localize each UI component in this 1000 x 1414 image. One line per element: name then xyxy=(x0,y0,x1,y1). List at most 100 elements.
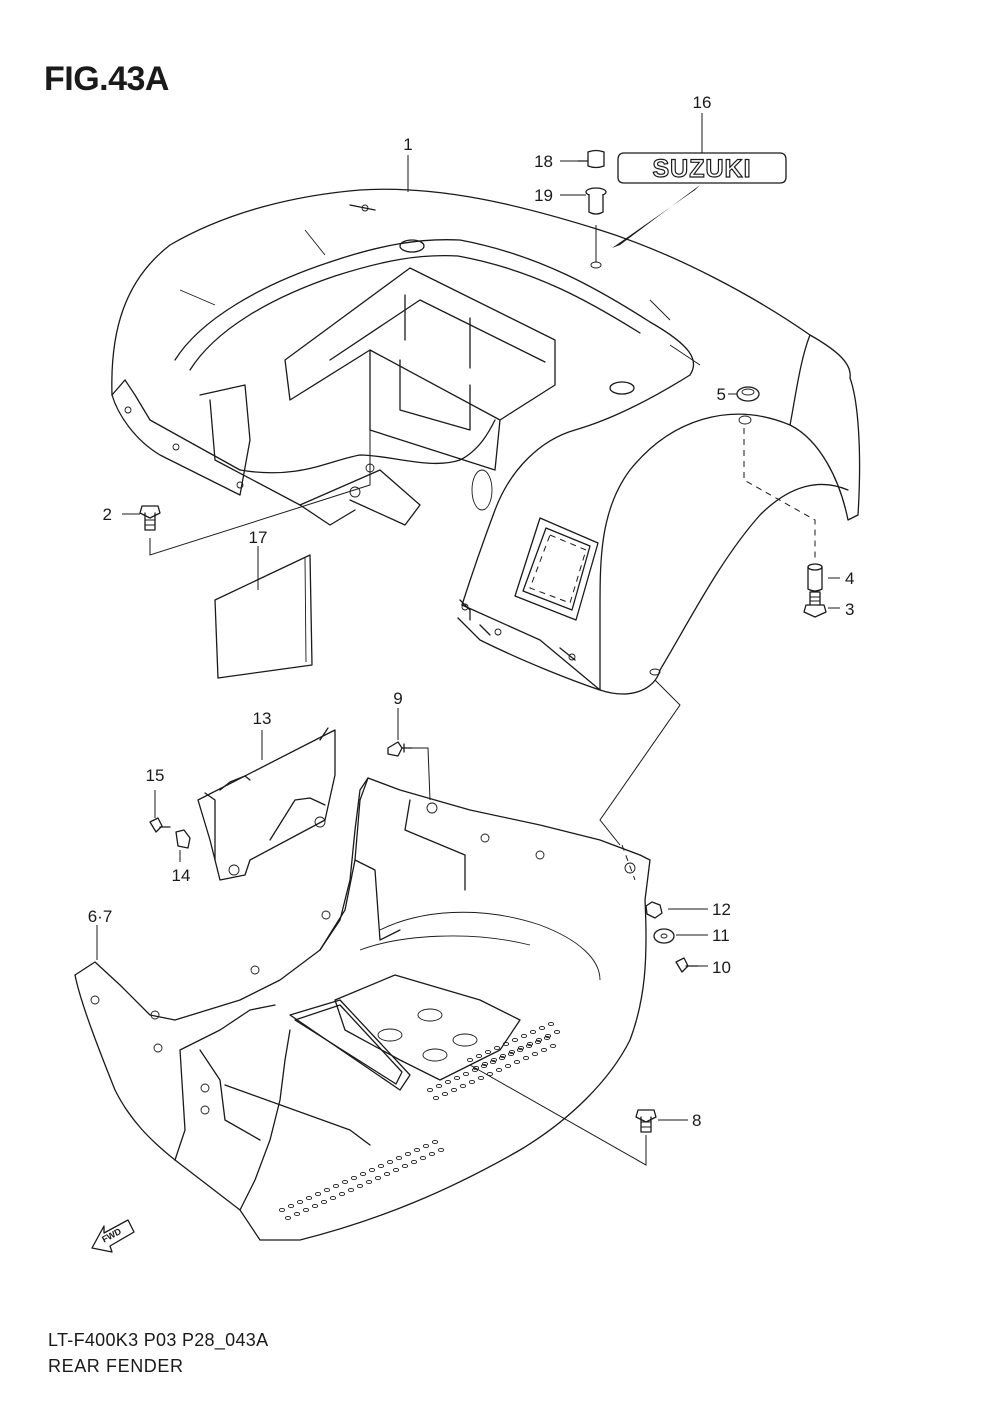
label-sheet-drawing xyxy=(214,554,313,679)
grip-dot xyxy=(547,1021,555,1027)
grip-dot xyxy=(323,1187,331,1193)
grip-dot xyxy=(437,1147,445,1153)
callout-3: 3 xyxy=(845,600,854,619)
grip-dot xyxy=(311,1203,319,1209)
callout-15: 15 xyxy=(146,766,165,785)
callout-5: 5 xyxy=(717,385,726,404)
grip-dot xyxy=(520,1033,528,1039)
grip-dot xyxy=(525,1043,533,1049)
grip-dot xyxy=(486,1071,494,1077)
grip-dot xyxy=(508,1049,516,1055)
grip-dot xyxy=(459,1083,467,1089)
grip-dot xyxy=(526,1041,534,1047)
callout-19: 19 xyxy=(534,186,553,205)
bolt-icon xyxy=(139,505,161,531)
grip-dot xyxy=(320,1199,328,1205)
grip-dot xyxy=(450,1087,458,1093)
figure-title: FIG.43A xyxy=(44,60,169,98)
grip-dot xyxy=(347,1187,355,1193)
collar-icon xyxy=(585,187,607,215)
figure-name: REAR FENDER xyxy=(48,1356,184,1376)
grip-dot xyxy=(441,1091,449,1097)
grip-dot xyxy=(296,1199,304,1205)
grip-dot xyxy=(435,1083,443,1089)
grip-dot xyxy=(404,1151,412,1157)
washer-icon xyxy=(653,928,675,944)
callout-9: 9 xyxy=(393,689,402,708)
grip-dot xyxy=(516,1047,524,1053)
grip-dot xyxy=(484,1049,492,1055)
grip-dot xyxy=(432,1095,440,1101)
grip-dot xyxy=(507,1051,515,1057)
grip-dot xyxy=(493,1045,501,1051)
grip-dot xyxy=(332,1183,340,1189)
bolt-icon xyxy=(803,591,827,618)
grip-dot xyxy=(302,1207,310,1213)
callout-12: 12 xyxy=(712,900,731,919)
footrest-drawing xyxy=(74,777,651,1241)
grip-dot xyxy=(502,1041,510,1047)
grip-dot xyxy=(278,1207,286,1213)
grip-dot xyxy=(359,1171,367,1177)
grip-dot xyxy=(522,1055,530,1061)
grip-dot xyxy=(383,1171,391,1177)
grip-dot xyxy=(468,1079,476,1085)
nut-icon xyxy=(645,901,663,919)
bolt-icon xyxy=(577,149,605,169)
grip-dot xyxy=(489,1059,497,1065)
grip-dot xyxy=(338,1191,346,1197)
grip-dot xyxy=(350,1175,358,1181)
nut-icon xyxy=(175,829,191,849)
grip-dot xyxy=(477,1075,485,1081)
grip-dot xyxy=(453,1075,461,1081)
grip-dot xyxy=(535,1037,543,1043)
grip-dot xyxy=(368,1167,376,1173)
callout-11: 11 xyxy=(712,926,730,945)
bracket-drawing xyxy=(197,727,336,881)
grip-dot xyxy=(466,1057,474,1063)
grip-dot xyxy=(462,1071,470,1077)
clip-icon xyxy=(387,741,413,757)
grip-dot xyxy=(386,1159,394,1165)
callouts: 1 2 3 4 5 6·7 8 9 10 11 12 13 14 15 16 1… xyxy=(88,93,855,1130)
grip-dot xyxy=(426,1087,434,1093)
grip-dot xyxy=(314,1191,322,1197)
grip-dot xyxy=(419,1155,427,1161)
callout-14: 14 xyxy=(172,866,191,885)
fwd-arrow-icon: FWD xyxy=(91,1219,135,1253)
grip-dot xyxy=(549,1043,557,1049)
callout-1: 1 xyxy=(403,135,412,154)
grip-dot xyxy=(504,1063,512,1069)
callout-18: 18 xyxy=(534,152,553,171)
grip-dot xyxy=(544,1033,552,1039)
callout-4: 4 xyxy=(845,569,854,588)
grip-dot xyxy=(499,1053,507,1059)
grip-dot xyxy=(422,1143,430,1149)
callout-16: 16 xyxy=(693,93,712,112)
grip-dot xyxy=(538,1025,546,1031)
grip-dot xyxy=(472,1065,480,1071)
callout-8: 8 xyxy=(692,1111,701,1130)
grip-dot xyxy=(513,1059,521,1065)
grip-dot xyxy=(377,1163,385,1169)
grip-dot xyxy=(287,1203,295,1209)
grip-dot xyxy=(540,1047,548,1053)
grip-dot xyxy=(341,1179,349,1185)
grip-dots xyxy=(278,1021,561,1221)
figure-code: LT-F400K3 P03 P28_043A xyxy=(48,1330,269,1350)
grip-dot xyxy=(475,1053,483,1059)
grip-dot xyxy=(428,1151,436,1157)
emblem-text: SUZUKI xyxy=(652,155,751,183)
grip-dot xyxy=(410,1159,418,1165)
collar-icon xyxy=(807,563,823,592)
grip-dot xyxy=(553,1029,561,1035)
grip-dot xyxy=(480,1063,488,1069)
grip-dot xyxy=(395,1155,403,1161)
bolt-icon xyxy=(635,1109,657,1133)
bolt-icon xyxy=(149,817,171,833)
grip-dot xyxy=(431,1139,439,1145)
grip-dot xyxy=(543,1035,551,1041)
rear-fender-drawing xyxy=(111,188,861,695)
grip-dot xyxy=(293,1211,301,1217)
